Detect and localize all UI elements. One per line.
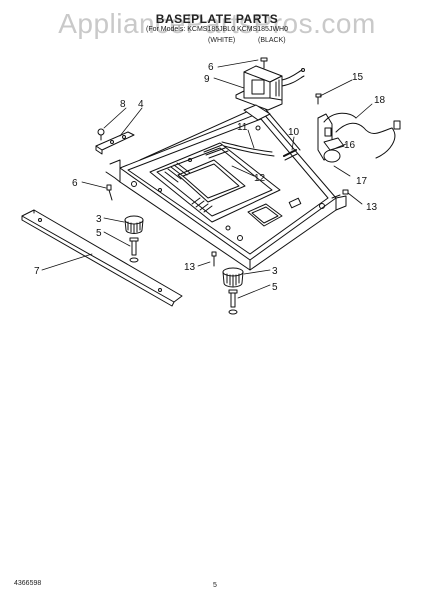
color-label-black: (BLACK)	[258, 37, 286, 44]
leader-lines	[41, 59, 373, 299]
callout-label: 7	[34, 266, 40, 277]
callout-label: 3	[96, 214, 102, 225]
callout-label: 17	[356, 176, 368, 187]
callout-label: 3	[272, 266, 278, 277]
watermark: AppliancePartsPros.com	[58, 8, 376, 39]
switch-bracket-16	[317, 113, 345, 163]
callout-label: 11	[237, 122, 248, 133]
transformer-pad	[243, 104, 271, 121]
bolt-5-right	[228, 289, 238, 315]
bolt-5-left	[129, 237, 139, 263]
callout-label: 5	[272, 282, 278, 293]
baseplate-tray	[105, 104, 347, 271]
callout-label: 5	[96, 228, 102, 239]
rail-7	[21, 209, 183, 307]
power-cord-18	[323, 112, 401, 159]
callout-label: 8	[120, 99, 126, 110]
callout-label: 4	[138, 99, 144, 110]
screw-13-right	[331, 189, 349, 199]
color-label-white: (WHITE)	[208, 37, 236, 44]
page-title: BASEPLATE PARTS	[155, 12, 279, 26]
callout-label: 16	[344, 140, 356, 151]
page-number: 5	[213, 582, 217, 589]
screw-8	[97, 128, 105, 141]
callout-label: 6	[72, 178, 78, 189]
part-10-rod	[283, 149, 298, 161]
callout-label: 12	[254, 173, 266, 184]
callout-label: 6	[208, 62, 214, 73]
callout-label: 18	[374, 95, 386, 106]
foot-3-right	[222, 267, 244, 288]
callout-label: 13	[366, 202, 378, 213]
model-list: (For Models: KCMS185JBL0 KCMS185JWH0	[146, 26, 288, 33]
callout-label: 10	[288, 127, 300, 138]
callout-label: 15	[352, 72, 364, 83]
foot-3-left	[124, 215, 144, 234]
part-number: 4366598	[14, 580, 42, 587]
callout-numbers: 6 9 8 4 15 18 11 10 16 12 6 17 13 3 5 7 …	[34, 62, 386, 293]
transformer	[235, 65, 305, 111]
screw-13-middle	[211, 251, 217, 267]
callout-label: 9	[204, 74, 210, 85]
screw-6-left	[106, 184, 113, 201]
screw-6-top	[260, 57, 268, 69]
callout-label: 13	[184, 262, 196, 273]
bracket-4	[95, 131, 135, 155]
